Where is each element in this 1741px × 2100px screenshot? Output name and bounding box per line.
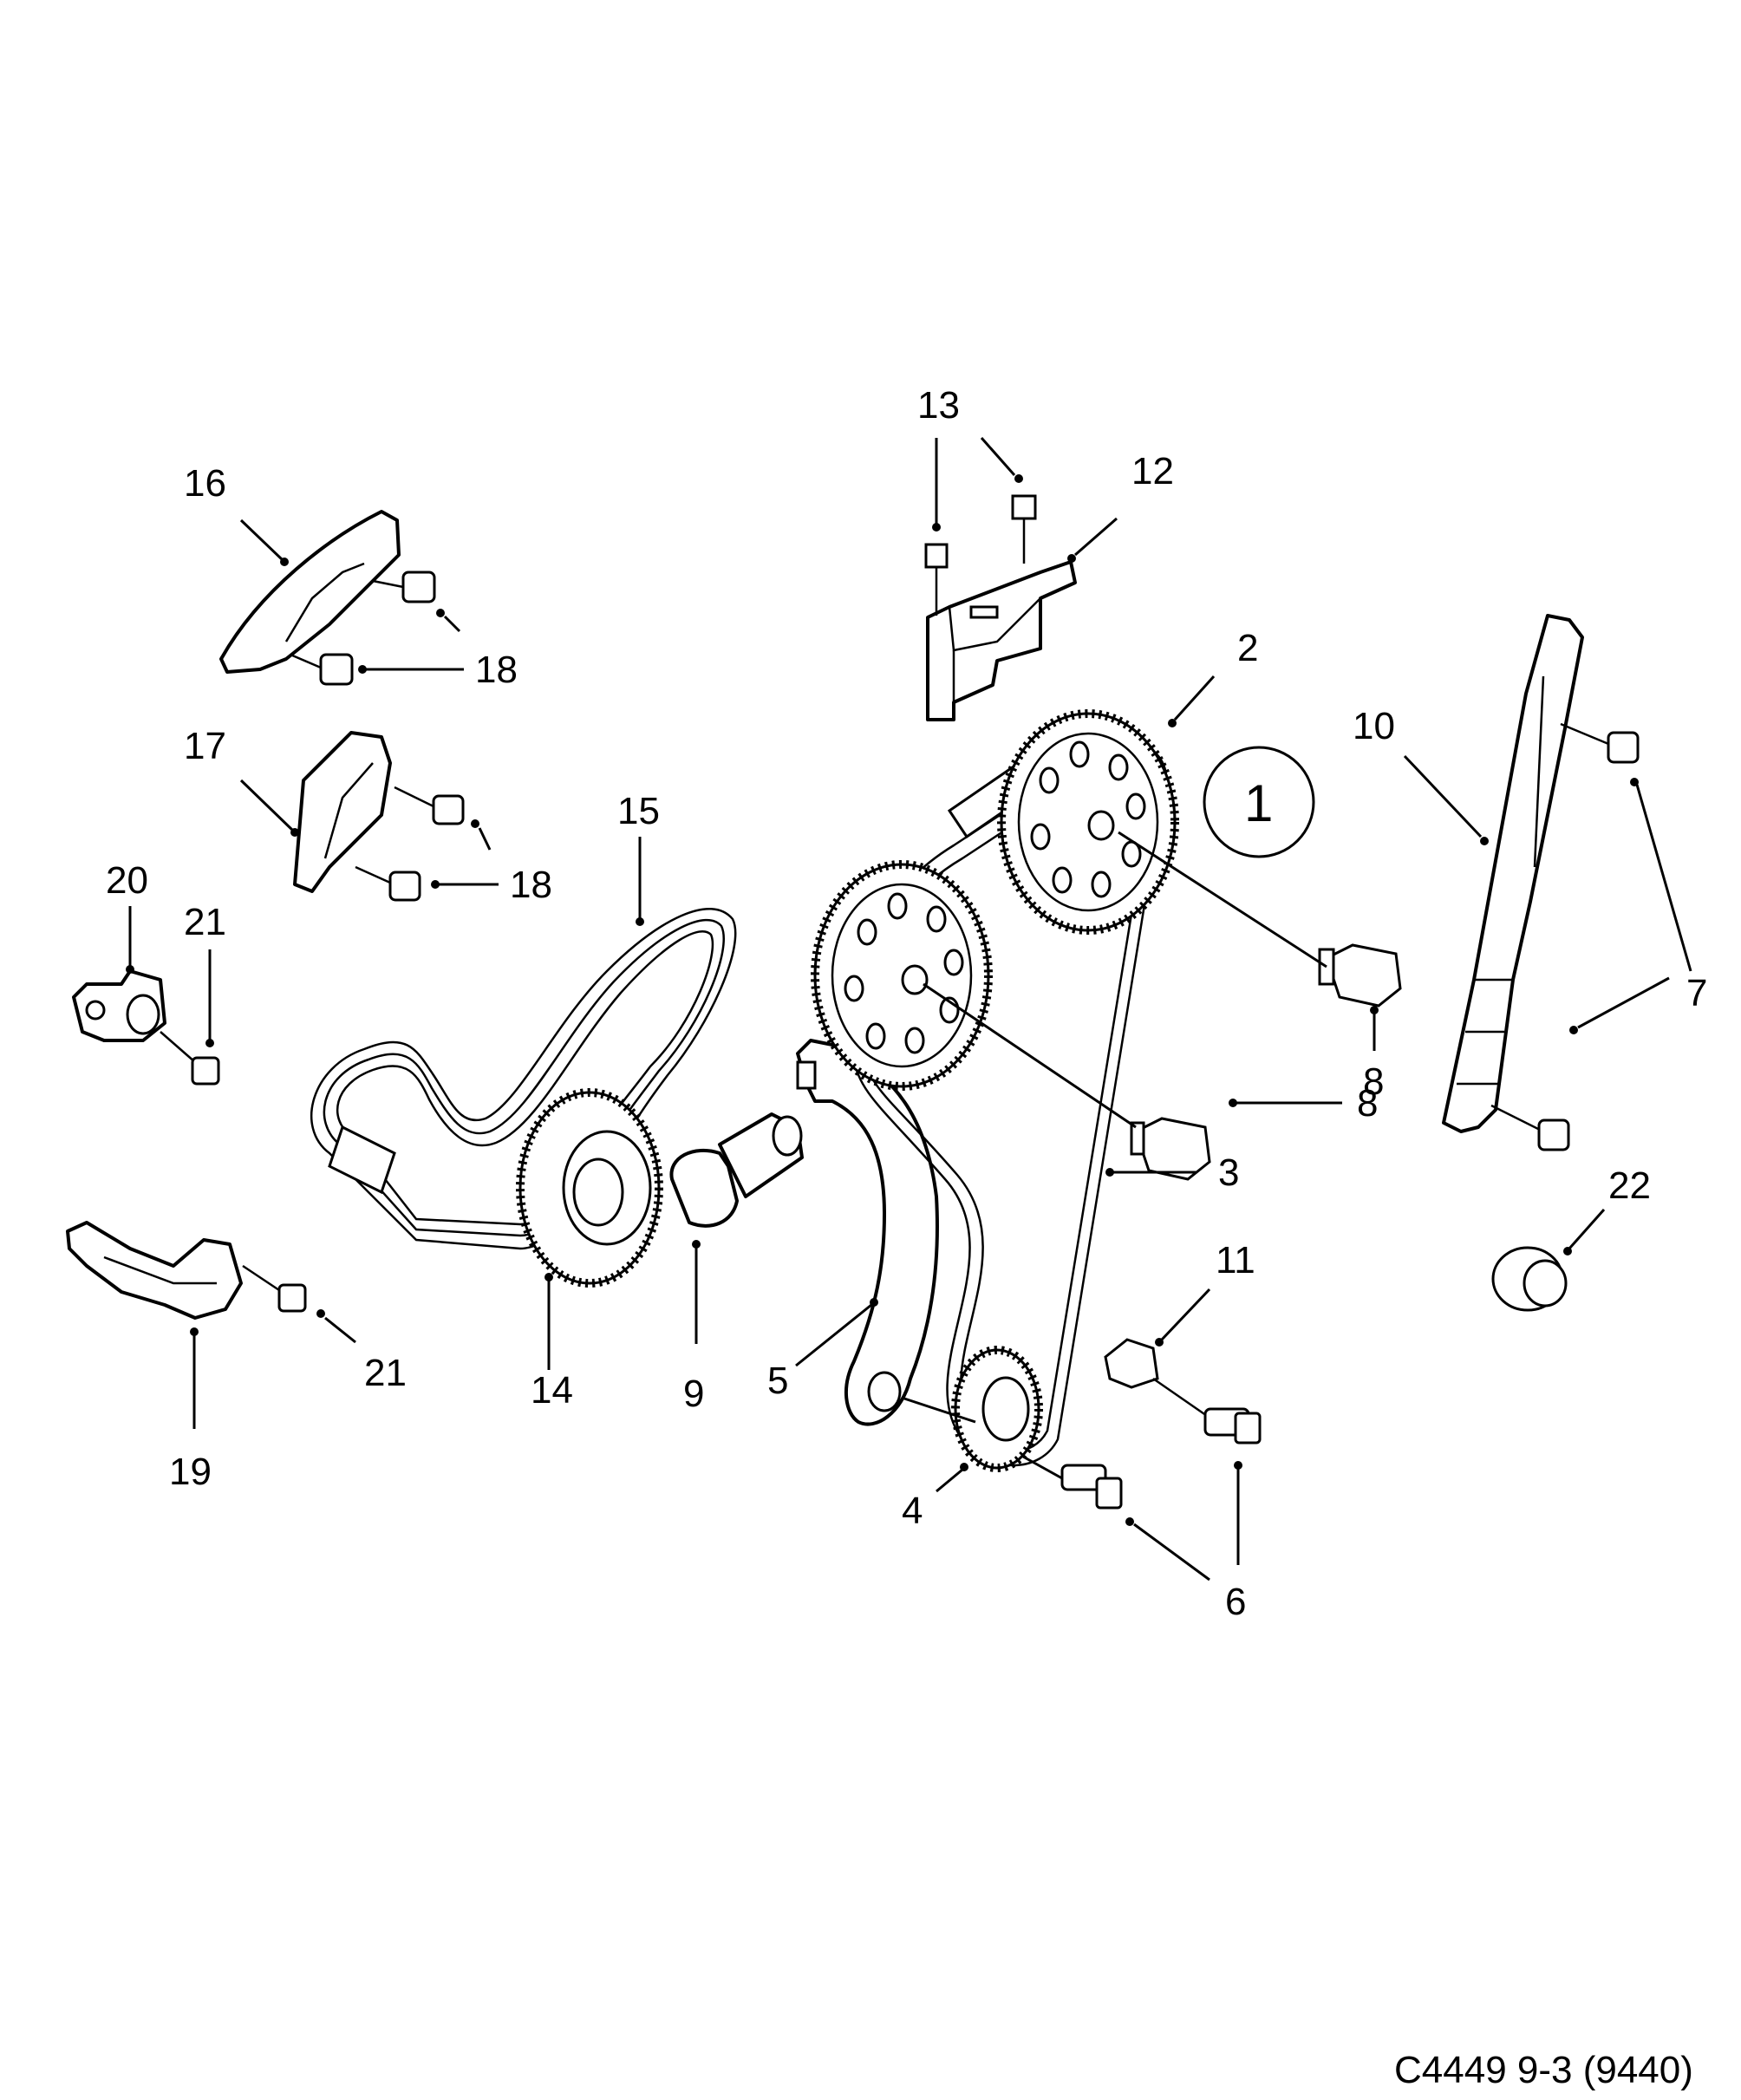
part-4-sprocket (951, 1346, 1043, 1472)
callout-10: 10 (1353, 705, 1395, 747)
part-17-guide (293, 731, 392, 893)
callout-2: 2 (1237, 627, 1258, 669)
part-2-sprocket-lower (811, 860, 993, 1091)
part-5-guide (796, 1039, 939, 1426)
part-16-guide (219, 510, 401, 674)
part-21-bolt-b (242, 1264, 307, 1313)
callout-3: 3 (1218, 1151, 1239, 1194)
callout-22: 22 (1608, 1164, 1651, 1207)
callout-20: 20 (106, 859, 148, 902)
callout-9: 9 (683, 1373, 704, 1415)
part-18-bolt-a (372, 571, 436, 603)
callout-8-lower: 8 (1357, 1082, 1378, 1125)
callout-18-upper: 18 (475, 649, 518, 691)
part-18-bolt-d (355, 865, 421, 902)
callout-5: 5 (767, 1360, 788, 1402)
part-18-bolt-c (394, 786, 465, 825)
callout-1: 1 (1244, 774, 1273, 832)
part-22-nut (1491, 1246, 1568, 1312)
part-13-bolt-a (924, 543, 949, 616)
callout-19: 19 (169, 1451, 212, 1493)
part-14-sprocket (516, 1088, 663, 1288)
part-6-bolt-upper (1152, 1377, 1262, 1445)
callout-13: 13 (917, 384, 960, 427)
callout-6: 6 (1225, 1581, 1246, 1623)
part-20-tensioner (72, 969, 166, 1042)
part-7-bolt-upper (1560, 722, 1640, 764)
part-8-bolt-lower (1130, 1117, 1211, 1181)
part-21-bolt-a (160, 1031, 220, 1086)
part-10-guide (1442, 614, 1584, 1133)
leader-lines (126, 437, 1692, 1582)
part-12-bracket (926, 560, 1077, 721)
callout-labels: 13 12 16 18 2 10 1 17 18 15 20 21 7 8 8 … (106, 384, 1707, 1623)
callout-11: 11 (1216, 1239, 1255, 1282)
drawing-code: C4449 9-3 (9440) (1394, 2049, 1693, 2091)
part-9-tensioner (669, 1112, 804, 1228)
part-7-bolt-lower (1490, 1104, 1570, 1151)
part-18-bolt-b (290, 653, 354, 686)
callout-8-upper: 8 (1363, 1060, 1384, 1103)
callout-17: 17 (184, 725, 226, 767)
part-6-bolt-lower (1060, 1464, 1123, 1510)
callout-21-lower: 21 (364, 1352, 407, 1394)
callout-14: 14 (531, 1369, 573, 1412)
callout-7: 7 (1686, 972, 1707, 1014)
callout-4: 4 (902, 1490, 923, 1532)
part-11-bushing (1104, 1338, 1159, 1389)
reference-circle (1203, 746, 1315, 858)
callout-16: 16 (184, 462, 226, 505)
callout-15: 15 (617, 790, 660, 832)
part-2-sprocket-upper (997, 709, 1179, 935)
callout-18-lower: 18 (510, 864, 552, 906)
part-8-bolt-upper (1318, 943, 1402, 1008)
callout-12: 12 (1131, 450, 1174, 492)
part-13-bolt-b (1011, 494, 1037, 564)
callout-21-upper: 21 (184, 901, 226, 943)
part-19-guide (66, 1221, 243, 1320)
